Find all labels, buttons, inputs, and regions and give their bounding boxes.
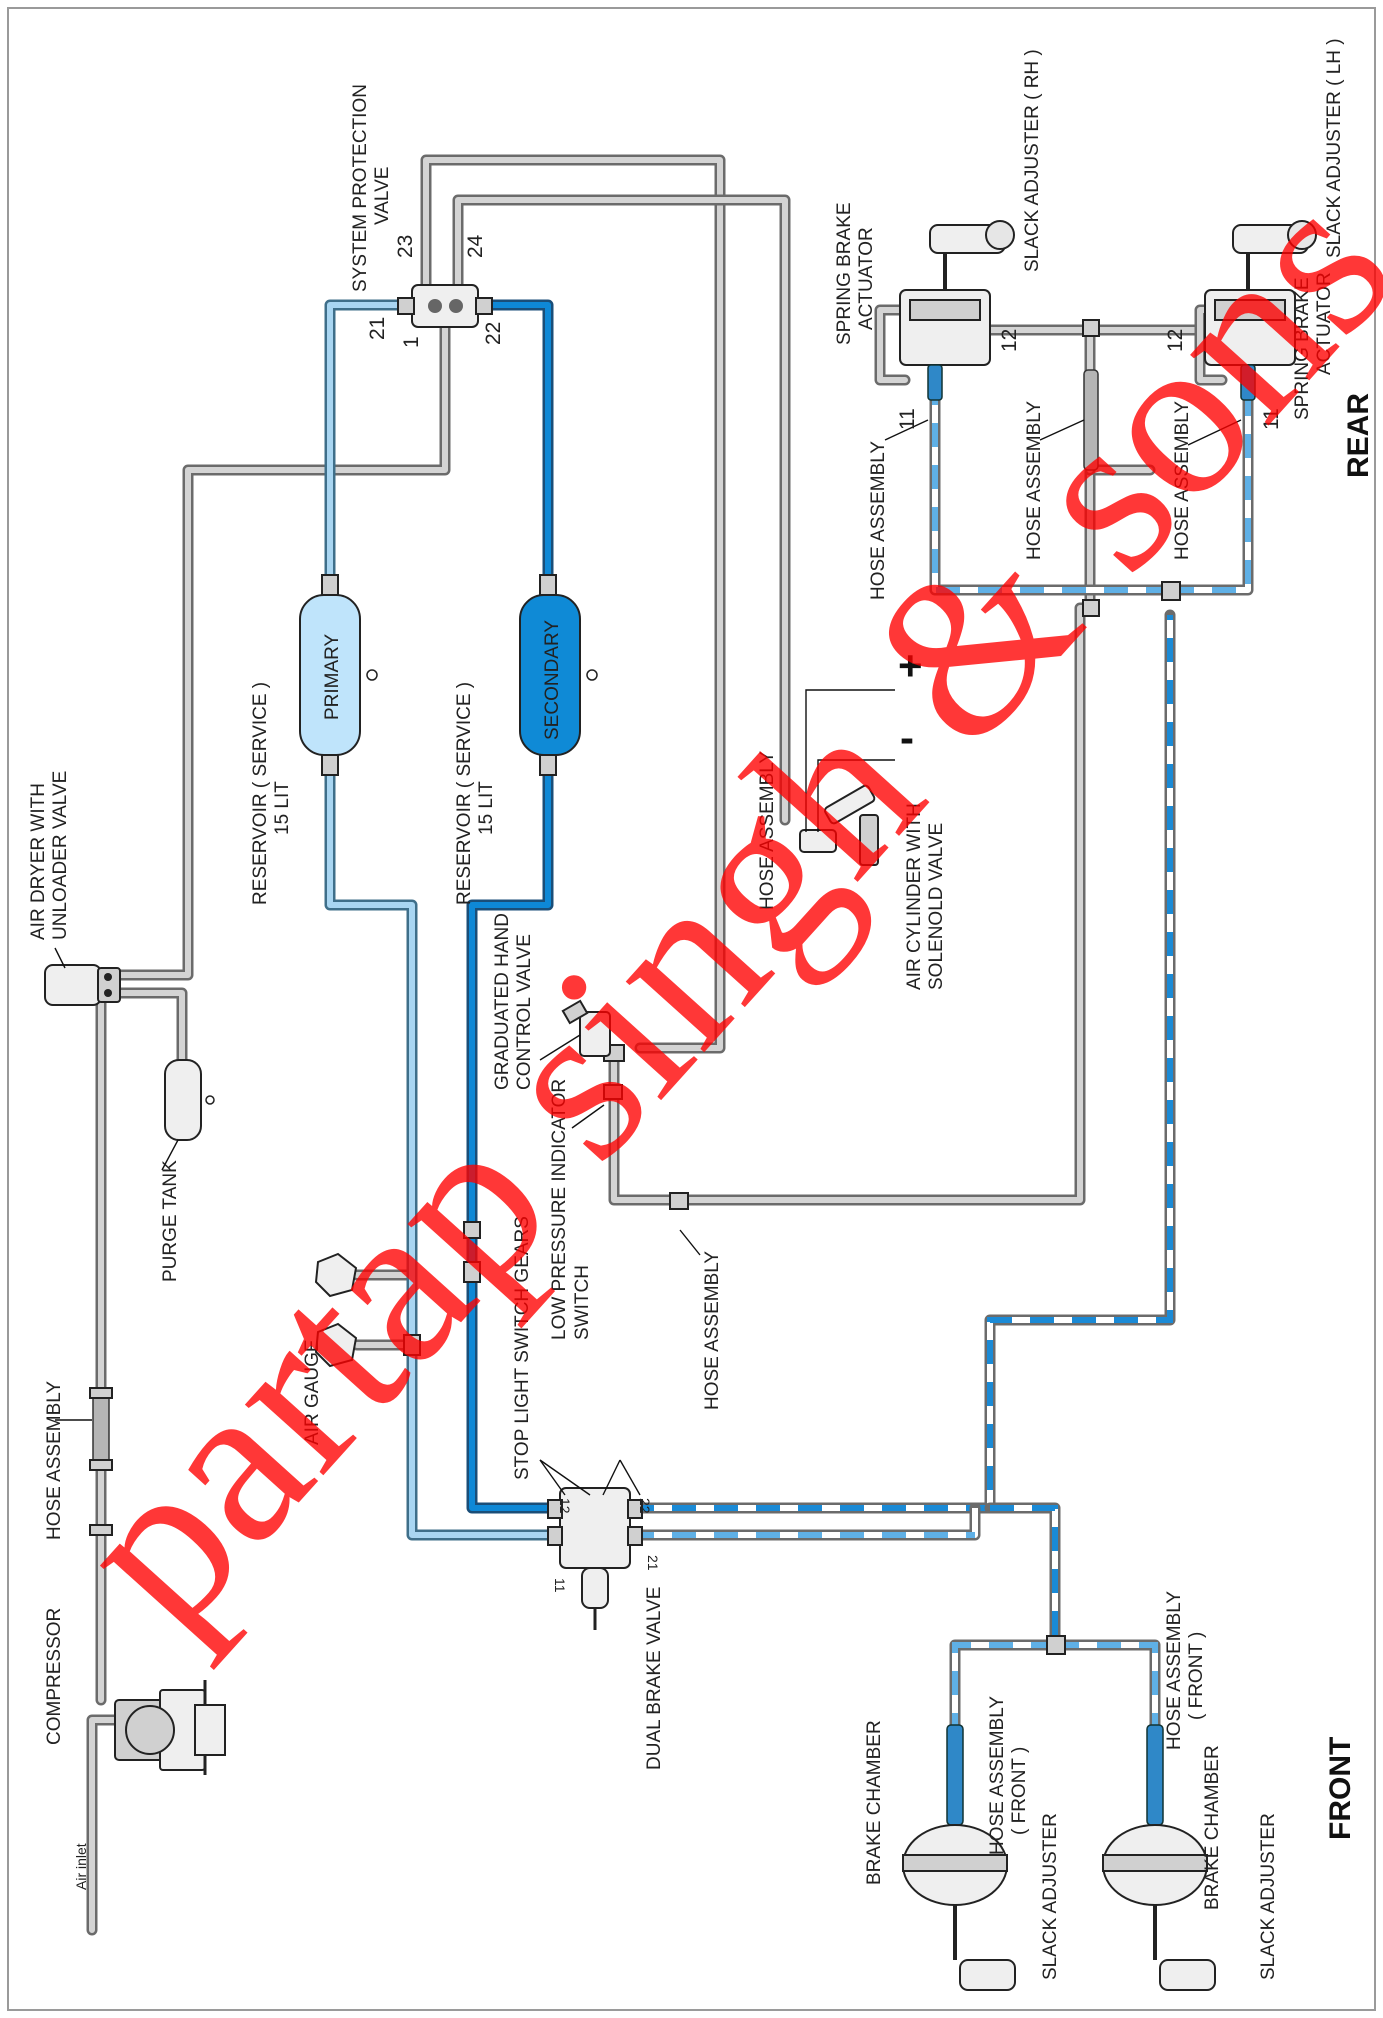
air-dryer-label-1: AIR DRYER WITH	[28, 783, 49, 940]
brake-chamber-2-label: BRAKE CHAMBER	[1202, 1745, 1223, 1910]
primary-circuit-pipes	[324, 299, 548, 1541]
hose-assembly-lh-label: HOSE ASSEMBLY	[1172, 401, 1193, 560]
secondary-label: SECONDARY	[542, 620, 563, 740]
port-12-rh-label: 12	[998, 329, 1021, 352]
ghcv-label-1: GRADUATED HAND	[492, 913, 513, 1090]
ghcv-label-2: CONTROL VALVE	[514, 934, 535, 1090]
stop-light-label: STOP LIGHT SWITCH GEARS	[512, 1216, 533, 1480]
spv-label-2: VALVE	[372, 167, 393, 225]
primary-reservoir	[299, 574, 378, 776]
port-22-dbv-label: 22	[637, 1498, 653, 1514]
dual-brake-valve-label: DUAL BRAKE VALVE	[644, 1587, 665, 1770]
labels: Air inlet COMPRESSOR HOSE ASSEMBLY AIR D…	[28, 38, 1375, 1980]
spring-brake-rh-label-2: ACTUATOR	[856, 227, 877, 330]
watermark: partap singh & sons	[23, 140, 1383, 1673]
port-22-label: 22	[482, 322, 505, 345]
hose-assembly-compressor-label: HOSE ASSEMBLY	[44, 1381, 65, 1540]
secondary-reservoir	[519, 574, 598, 776]
port-11-rh-label: 11	[896, 408, 919, 430]
port-11-lh-label: 11	[1260, 408, 1283, 430]
rear-label: REAR	[1342, 393, 1375, 478]
air-inlet-label: Air inlet	[73, 1843, 89, 1890]
lpi-label-1: LOW PRESSURE INDICATOR	[549, 1079, 570, 1340]
spring-brake-rh-label-1: SPRING BRAKE	[834, 202, 855, 345]
lpi-label-2: SWITCH	[572, 1265, 593, 1340]
air-dryer-label-2: UNLOADER VALVE	[50, 771, 71, 940]
air-gauge-1	[314, 1252, 358, 1298]
air-gauge-2	[314, 1322, 358, 1368]
front-label: FRONT	[1324, 1737, 1357, 1840]
port-11-dbv-label: 11	[552, 1578, 568, 1593]
front-brake-chamber-2	[1102, 1724, 1216, 1991]
air-cylinder-label-1: AIR CYLINDER WITH	[904, 803, 925, 990]
hose-assembly-cylinder-label: HOSE ASSEMBLY	[757, 751, 778, 910]
port-12-dbv-label: 12	[557, 1498, 573, 1514]
front-brake-chamber-1	[902, 1724, 1016, 1991]
spring-brake-actuator-rh	[899, 220, 1015, 401]
compressor-label: COMPRESSOR	[44, 1608, 65, 1745]
brake-chamber-1-label: BRAKE CHAMBER	[864, 1720, 885, 1885]
pipe-fittings	[403, 319, 1181, 1655]
delivery-pipes	[624, 394, 1254, 1731]
secondary-circuit-pipes	[466, 299, 554, 1514]
minus-label: -	[900, 714, 914, 761]
solenoid-wires	[805, 689, 895, 832]
slack-lh-label: SLACK ADJUSTER ( LH )	[1324, 38, 1345, 258]
spring-brake-actuator-lh	[1204, 220, 1317, 401]
port-21-dbv-label: 21	[645, 1555, 661, 1571]
port-21-label: 21	[366, 317, 389, 340]
hose-assembly-mid-label: HOSE ASSEMBLY	[1024, 401, 1045, 560]
page-border	[7, 7, 1376, 2011]
air-cylinder-solenoid-valve	[799, 784, 879, 866]
slack-adjuster-1-label: SLACK ADJUSTER	[1040, 1813, 1061, 1980]
hose-front-1-label-2: ( FRONT )	[1009, 1747, 1030, 1835]
air-cylinder-label-2: SOLENOLD VALVE	[926, 823, 947, 990]
compressor	[114, 1680, 226, 1775]
port-24-label: 24	[464, 234, 487, 258]
spring-brake-lh-label-1: SPRING BRAKE	[1292, 277, 1313, 420]
compressor-hose-assembly	[89, 1387, 113, 1536]
slack-rh-label: SLACK ADJUSTER ( RH )	[1022, 49, 1043, 272]
port-23-label: 23	[394, 235, 417, 258]
hose-front-2-label-2: ( FRONT )	[1186, 1632, 1207, 1720]
reservoir-primary-label-1: RESERVOIR ( SERVICE )	[250, 682, 271, 905]
hose-front-2-label-1: HOSE ASSEMBLY	[1164, 1591, 1185, 1750]
spv-label-1: SYSTEM PROTECTION	[350, 84, 371, 292]
reservoir-secondary-label-2: 15 LIT	[476, 781, 497, 835]
dual-brake-valve	[547, 1487, 643, 1630]
purge-tank-label: PURGE TANK	[160, 1160, 181, 1282]
spring-brake-lh-label-2: ACTUATOR	[1314, 272, 1335, 375]
air-dryer	[44, 964, 121, 1006]
graduated-hand-control-valve	[561, 999, 611, 1057]
hose-assembly-rh-label: HOSE ASSEMBLY	[868, 441, 889, 600]
slack-adjuster-2-label: SLACK ADJUSTER	[1258, 1813, 1279, 1980]
port-12-lh-label: 12	[1164, 329, 1187, 352]
reservoir-secondary-label-1: RESERVOIR ( SERVICE )	[454, 682, 475, 905]
plus-label: +	[898, 642, 923, 689]
reservoir-primary-label-2: 15 LIT	[272, 781, 293, 835]
hose-front-1-label-1: HOSE ASSEMBLY	[987, 1696, 1008, 1855]
air-gauge-label: AIR GAUGE	[302, 1339, 323, 1445]
primary-label: PRIMARY	[322, 633, 343, 720]
leader-lines	[54, 419, 1242, 1496]
system-protection-valve	[397, 284, 493, 328]
port-1-label: 1	[400, 336, 423, 348]
hose-assembly-center-label: HOSE ASSEMBLY	[702, 1251, 723, 1410]
purge-tank	[164, 1059, 215, 1141]
